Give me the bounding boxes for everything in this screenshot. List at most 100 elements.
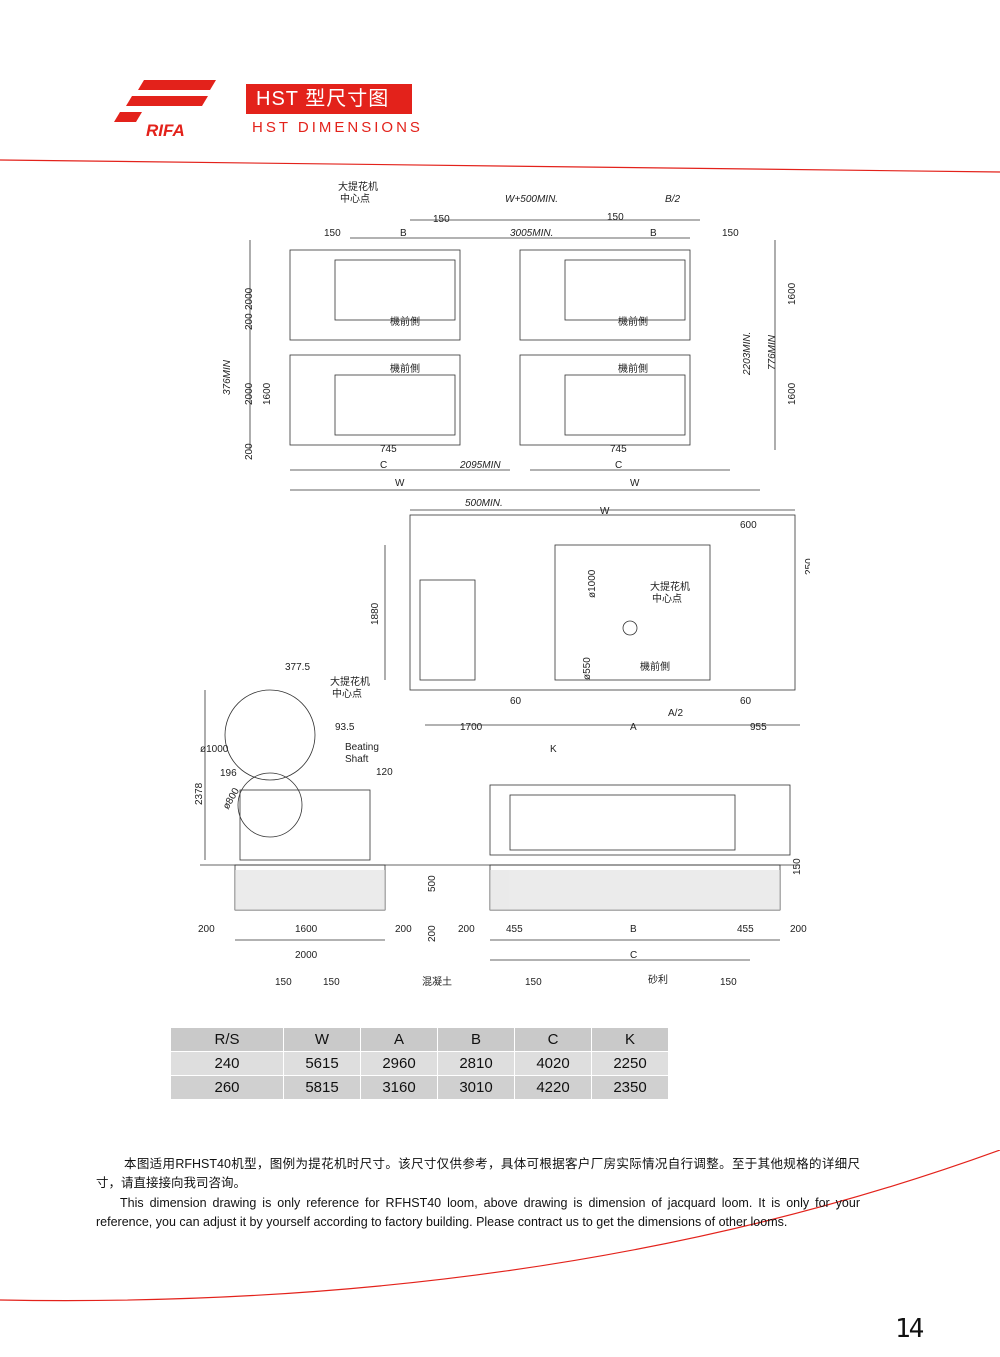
dim-c-left: C <box>380 460 387 471</box>
label-concrete: 混凝土 <box>422 975 452 988</box>
dim-745-a: 745 <box>380 444 397 455</box>
dim-200-f: 200 <box>458 924 475 935</box>
table-cell: 4220 <box>514 1075 592 1099</box>
loom-plan-top-right <box>519 249 691 341</box>
table-cell: 240 <box>171 1051 284 1076</box>
label-jacquard-center-2: 中心点 <box>340 192 370 205</box>
dim-2000-a: 2000 <box>244 287 255 310</box>
dim-1700: 1700 <box>460 722 483 733</box>
dim-w-left: W <box>395 478 405 489</box>
loom-plan-large <box>409 514 796 691</box>
dim-phi1000: ø1000 <box>587 569 598 598</box>
label-jacquard-center-mid-2: 中心点 <box>652 592 682 605</box>
footer-curve-line <box>0 1150 1000 1302</box>
table-cell: 2810 <box>437 1051 515 1076</box>
dim-200-d: 200 <box>395 924 412 935</box>
dim-b-top-right: B <box>650 228 657 239</box>
table-row: 240 5615 2960 2810 4020 2250 <box>171 1051 668 1076</box>
dim-376: 376MIN <box>222 359 233 395</box>
dim-150-h: 150 <box>720 977 737 988</box>
dim-455-a: 455 <box>506 924 523 935</box>
label-beating-shaft-2: Shaft <box>345 754 369 765</box>
loom-plan-bottom-right <box>519 354 691 446</box>
dim-1600-b: 1600 <box>787 282 798 305</box>
dim-phi800: ø800 <box>221 786 242 812</box>
dim-w500: W+500MIN. <box>505 194 558 205</box>
dim-1600-d: 1600 <box>295 924 318 935</box>
dim-776: 776MIN <box>767 334 778 370</box>
label-jacquard-center-side: 大提花机 <box>330 675 370 688</box>
label-jacquard-center-side-2: 中心点 <box>332 687 362 700</box>
table-header: A <box>360 1028 438 1052</box>
table-header: B <box>437 1028 515 1052</box>
label-front-side-1: 機前側 <box>390 315 420 328</box>
dim-150-a: 150 <box>433 214 450 225</box>
page-header: RIFA HST 型尺寸图 HST DIMENSIONS <box>0 0 1000 180</box>
table-header: W <box>283 1028 361 1052</box>
note-english: This dimension drawing is only reference… <box>96 1196 860 1229</box>
page-subtitle: HST DIMENSIONS <box>252 119 423 136</box>
dim-377: 377.5 <box>285 662 310 673</box>
dim-b-top-left: B <box>400 228 407 239</box>
table-header: R/S <box>171 1028 284 1052</box>
dim-a-half: A/2 <box>668 708 683 719</box>
loom-side-view <box>489 784 791 856</box>
loom-plan-top-left <box>289 249 461 341</box>
table-cell: 5615 <box>283 1051 361 1076</box>
dim-200-c: 200 <box>198 924 215 935</box>
table-cell: 260 <box>171 1075 284 1099</box>
table-cell: 4020 <box>514 1051 592 1076</box>
label-jacquard-center: 大提花机 <box>338 180 378 193</box>
dim-k: K <box>550 744 557 755</box>
table-header: C <box>514 1028 592 1052</box>
spec-table: R/S W A B C K 240 5615 2960 2810 4020 22… <box>171 1028 668 1099</box>
dim-200-b: 200 <box>244 443 255 460</box>
dim-200-a: 200 <box>244 313 255 330</box>
dim-500: 500MIN. <box>465 498 503 509</box>
rifa-logo: RIFA <box>114 80 216 140</box>
dim-1880: 1880 <box>370 602 381 625</box>
page-number: 14 <box>895 1314 924 1344</box>
label-beating-shaft-1: Beating <box>345 742 379 753</box>
dim-150-b: 150 <box>607 212 624 223</box>
dim-2095: 2095MIN <box>459 460 501 471</box>
dim-500-found: 500 <box>427 875 438 892</box>
label-front-side-3: 機前側 <box>390 362 420 375</box>
dim-60-b: 60 <box>740 696 752 707</box>
dim-150-g: 150 <box>525 977 542 988</box>
dim-1600-a: 1600 <box>262 382 273 405</box>
note-chinese: 本图适用RFHST40机型，图例为提花机时尺寸。该尺寸仅供参考，具体可根据客户厂… <box>96 1157 860 1190</box>
dim-a: A <box>630 722 637 733</box>
dim-200-g: 200 <box>790 924 807 935</box>
label-front-side-4: 機前側 <box>618 362 648 375</box>
header-curve-line <box>0 159 1000 173</box>
dim-120: 120 <box>376 767 393 778</box>
dim-2378: 2378 <box>194 782 205 805</box>
label-front-side-5: 機前側 <box>640 660 670 673</box>
dim-150-side: 150 <box>792 858 803 875</box>
table-cell: 5815 <box>283 1075 361 1099</box>
dim-phi1000-side: ø1000 <box>200 744 229 755</box>
dimension-drawing: 大提花机 中心点 W+500MIN. B/2 150 150 150 3005M… <box>194 180 810 988</box>
loom-plan-bottom-left <box>289 354 461 446</box>
dim-93: 93.5 <box>335 722 355 733</box>
label-jacquard-center-mid: 大提花机 <box>650 580 690 593</box>
table-cell: 3010 <box>437 1075 515 1099</box>
dim-w-right: W <box>630 478 640 489</box>
dim-150-e: 150 <box>275 977 292 988</box>
dim-2000-c: 2000 <box>295 950 318 961</box>
table-cell: 2250 <box>591 1051 668 1076</box>
dim-3005: 3005MIN. <box>510 228 553 239</box>
dim-250: 250 <box>804 558 810 575</box>
page-title: HST 型尺寸图 <box>246 84 412 114</box>
dim-745-b: 745 <box>610 444 627 455</box>
dim-b-bottom: B <box>630 924 637 935</box>
dim-150-c: 150 <box>324 228 341 239</box>
dim-200-e: 200 <box>427 925 438 942</box>
label-front-side-2: 機前側 <box>618 315 648 328</box>
dim-150-f: 150 <box>323 977 340 988</box>
dim-60-a: 60 <box>510 696 522 707</box>
dim-196: 196 <box>220 768 237 779</box>
table-header-row: R/S W A B C K <box>171 1028 668 1052</box>
table-header: K <box>591 1028 668 1052</box>
